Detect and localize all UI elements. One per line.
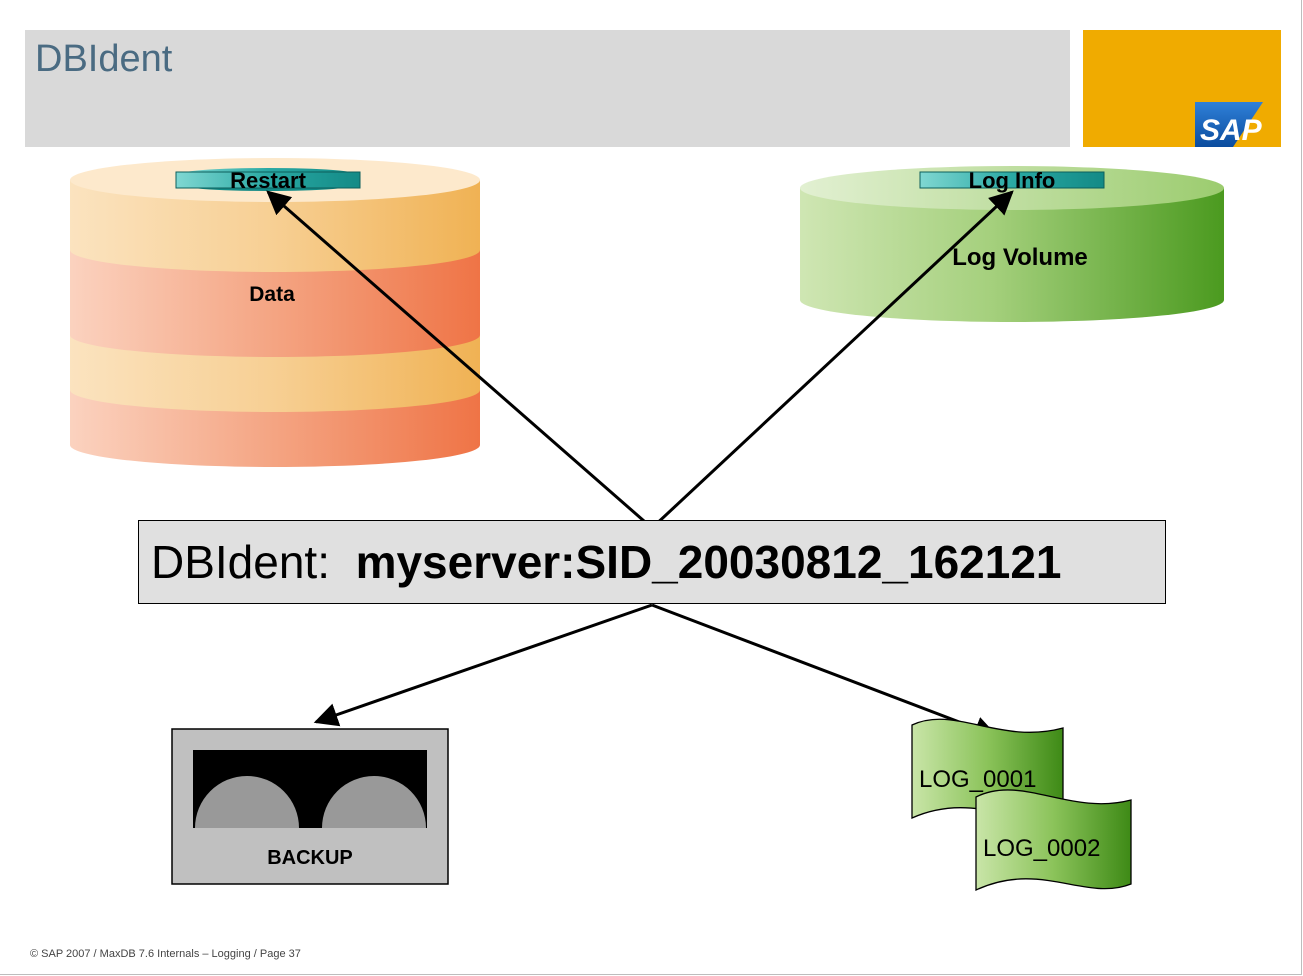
log-file-1-label: LOG_0001 bbox=[919, 766, 1036, 793]
data-layer-2 bbox=[70, 250, 480, 357]
restart-label: Restart bbox=[230, 168, 306, 193]
backup-label: BACKUP bbox=[267, 847, 353, 869]
footer-copyright: © SAP 2007 / MaxDB 7.6 Internals – Loggi… bbox=[30, 948, 301, 960]
tape-reel-right bbox=[322, 776, 426, 828]
data-layer-3 bbox=[70, 335, 480, 412]
data-volume: Data bbox=[70, 158, 480, 467]
svg-text:SAP: SAP bbox=[1200, 114, 1263, 147]
arrow-to-log-files bbox=[651, 603, 999, 740]
log-file-2: LOG_0002 bbox=[975, 789, 1132, 892]
dbident-value: myserver:SID_20030812_162121 bbox=[355, 536, 1062, 588]
data-layer-4 bbox=[70, 390, 480, 467]
data-label: Data bbox=[249, 283, 295, 306]
log-file-2-label: LOG_0002 bbox=[983, 835, 1100, 862]
restart-marker: Restart bbox=[175, 168, 361, 193]
arrow-to-restart bbox=[266, 190, 653, 530]
data-layer-1 bbox=[70, 180, 480, 272]
log-info-marker: Log Info bbox=[919, 168, 1105, 193]
dbident-box: DBIdent: myserver:SID_20030812_162121 bbox=[138, 520, 1166, 604]
title-bar: DBIdent bbox=[25, 30, 1070, 147]
arrow-to-backup bbox=[313, 603, 653, 727]
dbident-prefix: DBIdent: bbox=[151, 536, 330, 588]
sap-logo-mark: SAP bbox=[1195, 102, 1263, 147]
log-volume-label: Log Volume bbox=[952, 244, 1088, 271]
tape-reel-left bbox=[194, 775, 300, 828]
backup-device: BACKUP bbox=[171, 728, 449, 885]
slide-title: DBIdent bbox=[35, 38, 173, 80]
sap-logo: SAP bbox=[1083, 30, 1281, 147]
arrow-to-log-info bbox=[650, 190, 1014, 530]
log-info-label: Log Info bbox=[969, 168, 1056, 193]
